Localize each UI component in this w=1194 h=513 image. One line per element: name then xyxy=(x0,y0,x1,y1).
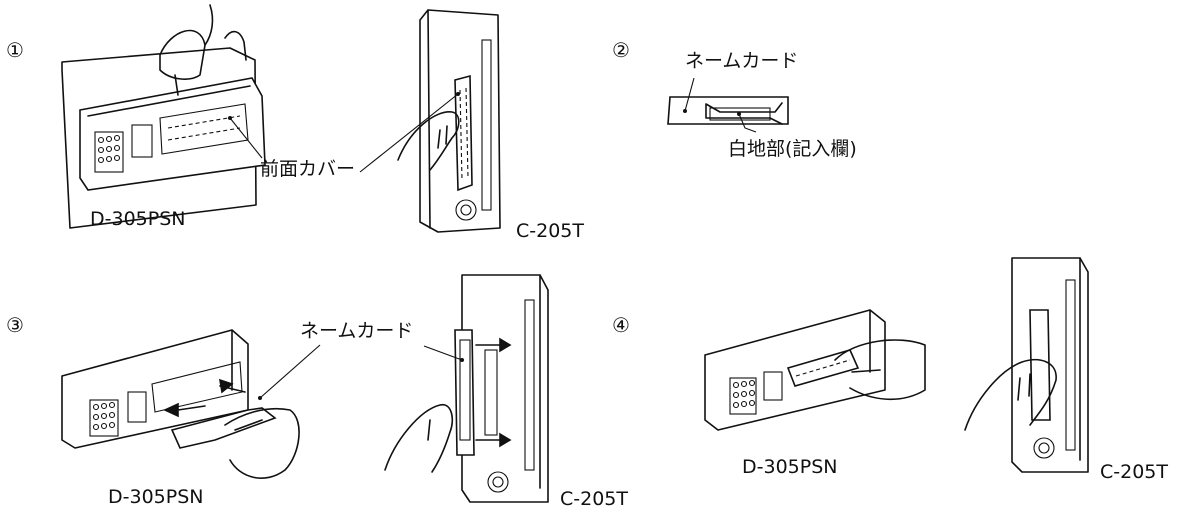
step-marker-2: ② xyxy=(612,38,630,62)
step3-c205t-drawing xyxy=(384,274,549,503)
step1-c205t-drawing xyxy=(359,9,501,233)
step-marker-4: ④ xyxy=(612,313,630,337)
keypad-icon xyxy=(729,377,757,415)
model-label-d305psn-step4: D-305PSN xyxy=(742,456,838,478)
name-card-label-step3: ネームカード xyxy=(300,320,414,342)
step4-d305psn-drawing xyxy=(704,309,926,431)
step1-d305psn-drawing xyxy=(61,4,266,229)
model-label-d305psn-step1: D-305PSN xyxy=(90,208,186,230)
step-marker-3: ③ xyxy=(6,313,24,337)
step-marker-1: ① xyxy=(6,38,24,62)
keypad-icon xyxy=(89,399,119,437)
keypad-icon xyxy=(94,131,124,173)
model-label-c205t-step4: C-205T xyxy=(1100,461,1168,483)
front-cover-label: 前面カバー xyxy=(260,158,356,180)
model-label-c205t-step3: C-205T xyxy=(560,488,628,510)
step3-d305psn-drawing xyxy=(61,329,321,479)
model-label-d305psn-step3: D-305PSN xyxy=(108,486,204,508)
white-area-label: 白地部(記入欄) xyxy=(728,138,857,160)
name-card-label-step2: ネームカード xyxy=(685,50,799,72)
model-label-c205t-step1: C-205T xyxy=(516,220,584,242)
name-card-drawing xyxy=(667,77,789,133)
step4-c205t-drawing xyxy=(964,257,1089,473)
